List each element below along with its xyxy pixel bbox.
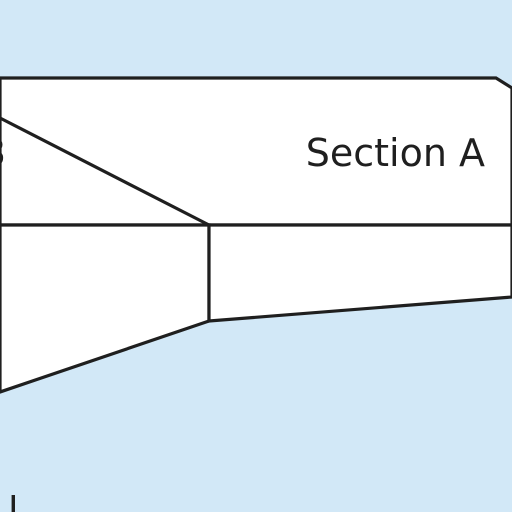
section-a-label: Section A xyxy=(306,131,485,175)
bottom-text-fragment: l xyxy=(8,489,19,512)
lower-left-block xyxy=(0,223,211,394)
top-band-shape xyxy=(0,76,512,227)
section-divider-line xyxy=(0,116,210,227)
lower-right-block xyxy=(207,223,512,323)
section-b-label-fragment: 3 xyxy=(0,131,6,175)
